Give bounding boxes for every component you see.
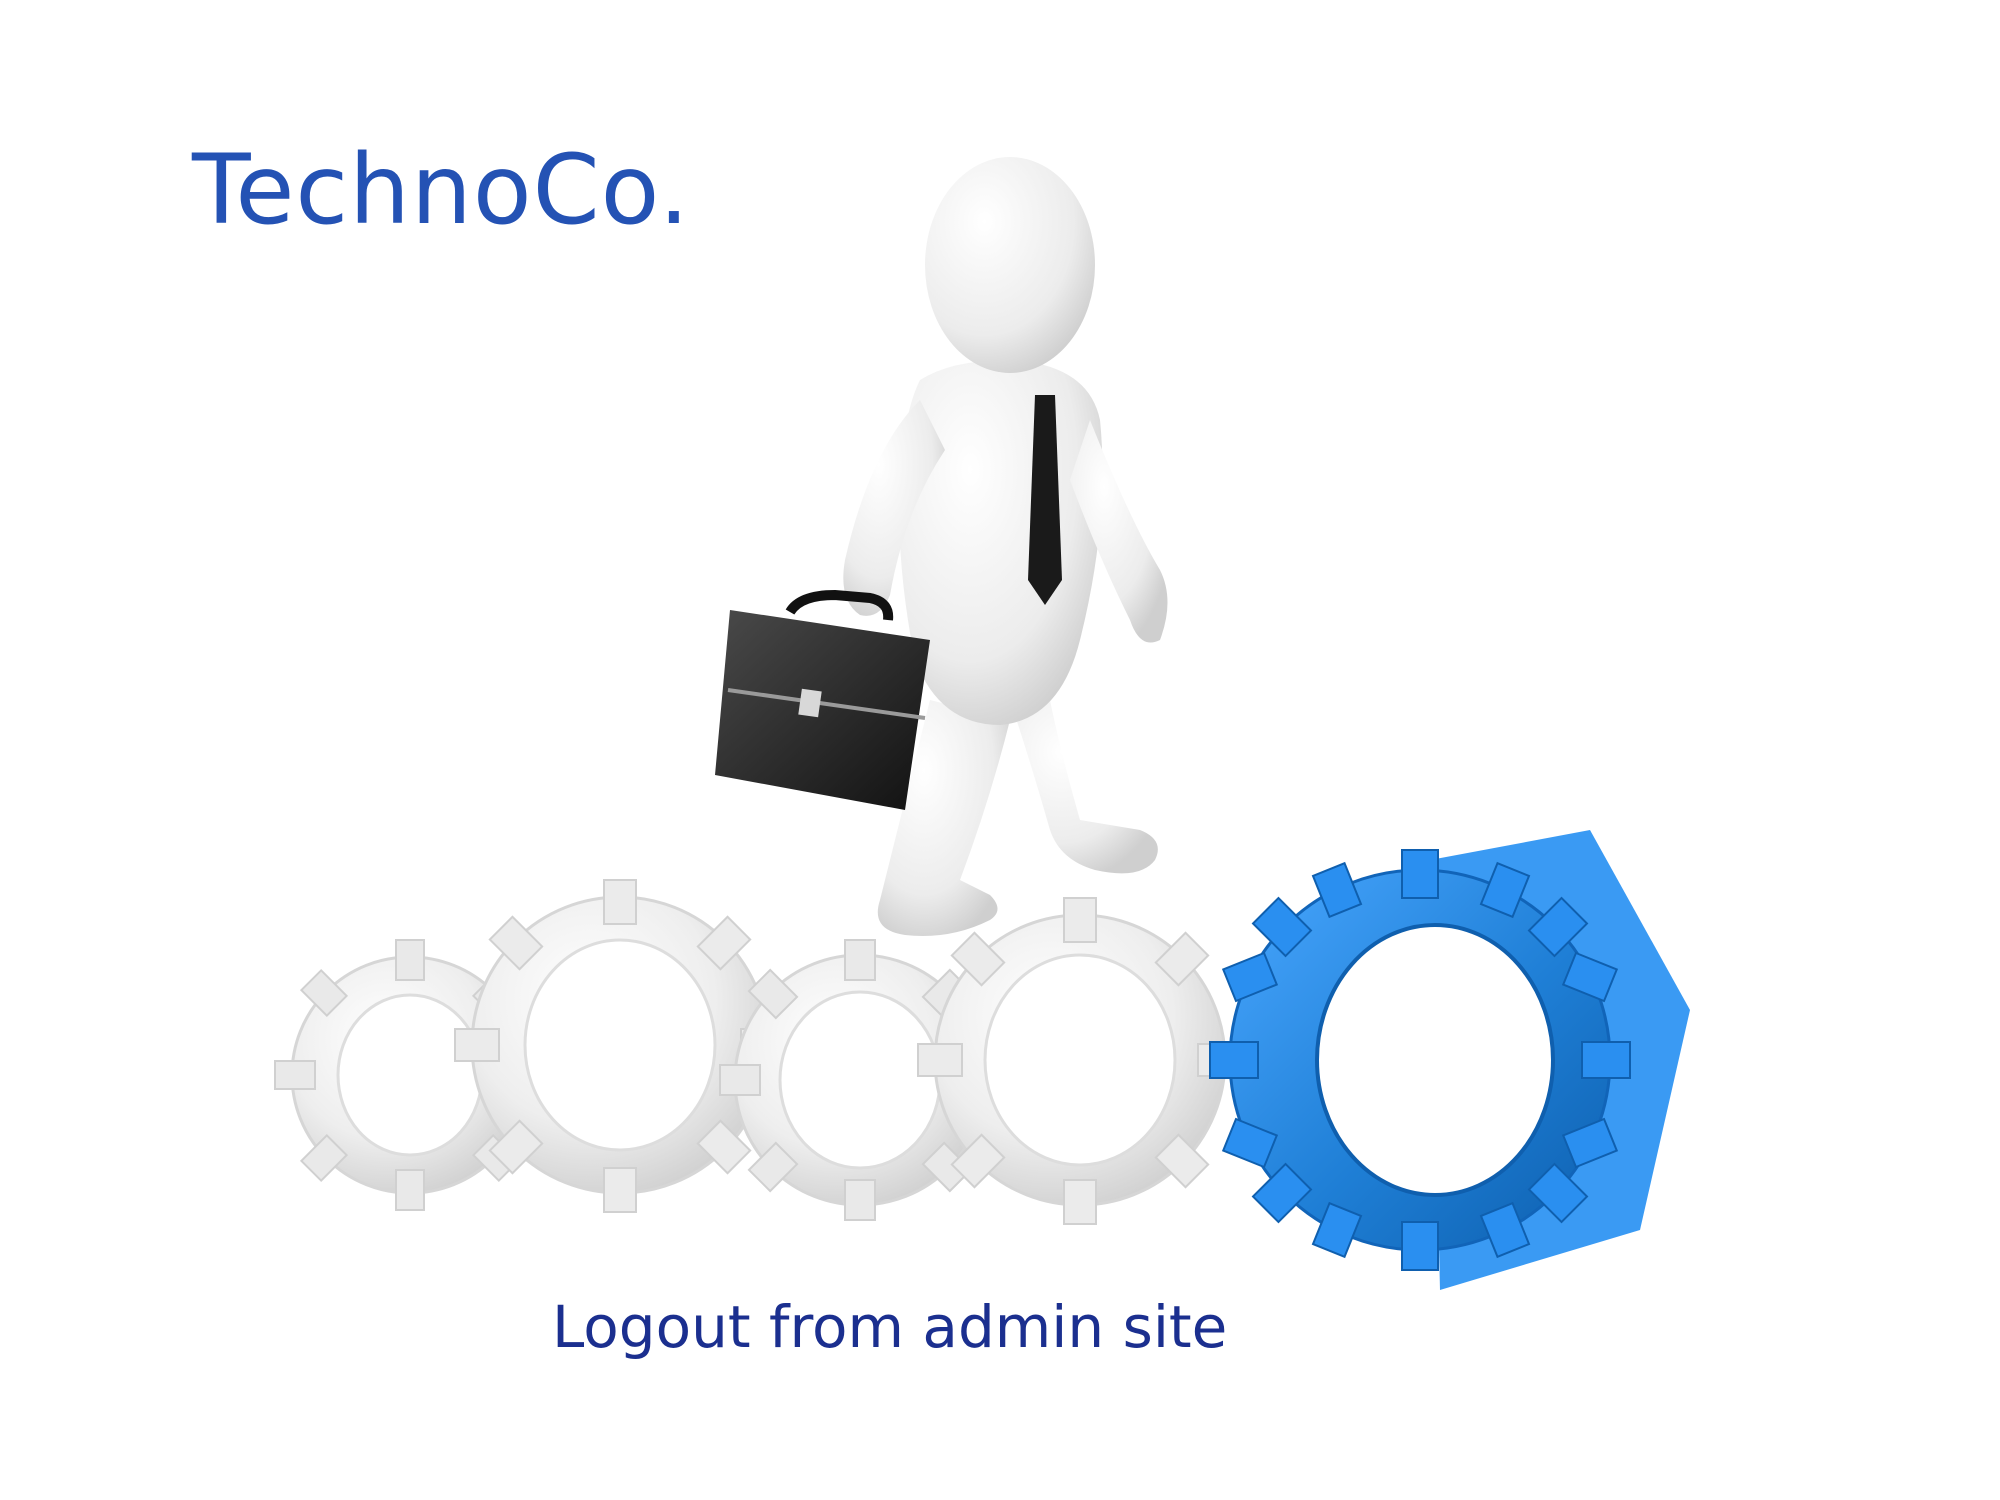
businessman-figure [715,157,1168,936]
white-gear-icon [719,939,1001,1221]
briefcase-icon [715,589,930,810]
blue-gear-icon [1209,830,1690,1290]
white-gear-icon [917,897,1243,1225]
gears-group [274,830,1690,1290]
brand-logo-text: TechnoCo. [192,134,691,246]
white-gear-icon [454,879,786,1213]
logout-link[interactable]: Logout from admin site [552,1293,1228,1361]
